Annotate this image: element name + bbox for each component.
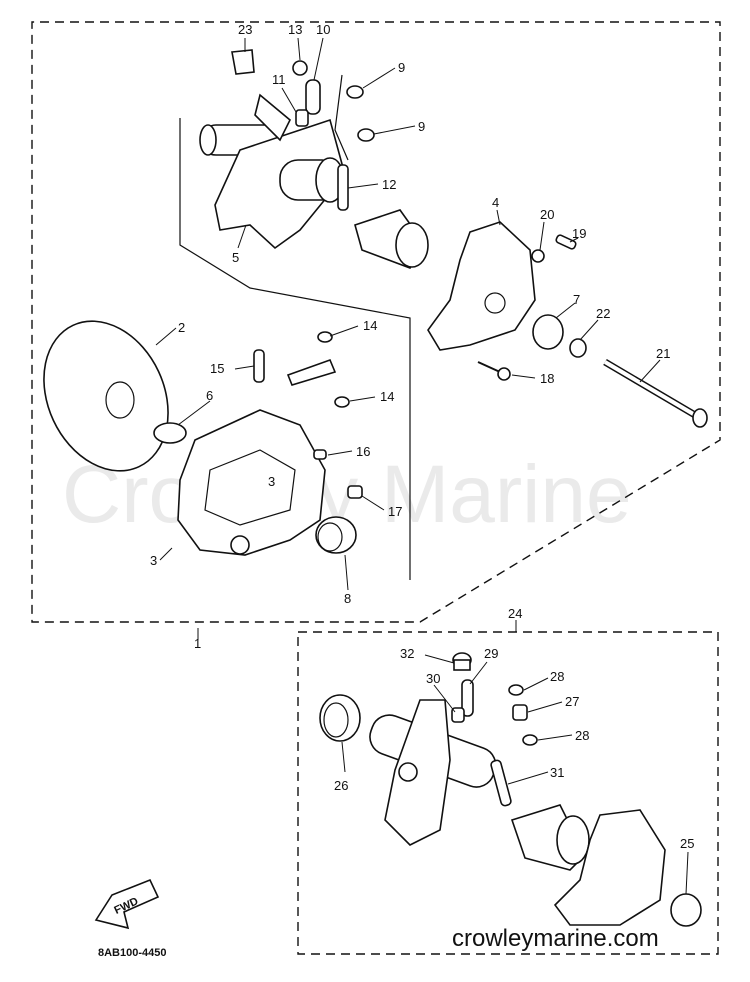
group-outline-upper	[179, 118, 411, 580]
forward-arrow-icon: FWD	[94, 878, 160, 930]
subassembly-boundary	[297, 631, 719, 955]
callout-13: 13	[288, 22, 302, 37]
main-assembly-boundary	[31, 21, 721, 623]
sub-cap	[452, 652, 472, 671]
callout-12: 12	[382, 177, 396, 192]
callout-23: 23	[238, 22, 252, 37]
callout-31: 31	[550, 765, 564, 780]
callout-15: 15	[210, 361, 224, 376]
callout-16: 16	[356, 444, 370, 459]
clamp-part	[153, 422, 187, 444]
pin-part	[253, 349, 265, 383]
bushing-part	[315, 516, 357, 554]
callout-14b: 14	[380, 389, 394, 404]
housing-detail	[204, 449, 296, 526]
callout-10: 10	[316, 22, 330, 37]
link-part	[286, 358, 337, 386]
washer-bracket	[334, 74, 349, 161]
callout-11: 11	[272, 72, 286, 87]
callout-8: 8	[344, 591, 351, 606]
sub-pin	[461, 679, 474, 717]
sub-bolt	[490, 759, 512, 807]
washer	[522, 734, 538, 746]
washer	[346, 85, 364, 99]
callout-7: 7	[573, 292, 580, 307]
callout-22: 22	[596, 306, 610, 321]
sub-bushing	[319, 694, 361, 742]
callout-21: 21	[656, 346, 670, 361]
bolt	[555, 234, 577, 250]
callout-25: 25	[680, 836, 694, 851]
leader-lines	[155, 37, 689, 895]
washer	[317, 331, 333, 343]
callout-5: 5	[232, 250, 239, 265]
callout-26: 26	[334, 778, 348, 793]
collar-part	[347, 485, 363, 499]
sub-shift-arm	[369, 699, 497, 846]
bellows-boot	[354, 209, 429, 269]
callout-9b: 9	[418, 119, 425, 134]
housing-part	[177, 409, 326, 556]
disk-inner	[105, 381, 135, 419]
callout-30: 30	[426, 671, 440, 686]
callout-32: 32	[400, 646, 414, 661]
sub-bush	[670, 893, 702, 927]
callout-18: 18	[540, 371, 554, 386]
bush-part	[532, 314, 564, 350]
callout-1: 1	[194, 636, 201, 651]
clip-part	[231, 49, 255, 75]
callout-29: 29	[484, 646, 498, 661]
long-bolt	[603, 358, 708, 428]
callout-4: 4	[492, 195, 499, 210]
sub-bellows	[510, 804, 590, 871]
callout-9a: 9	[398, 60, 405, 75]
callout-6: 6	[206, 388, 213, 403]
callout-2: 2	[178, 320, 185, 335]
callout-19: 19	[572, 226, 586, 241]
callout-27: 27	[565, 694, 579, 709]
callouts: 23 13 10 11 9 9 12 5 4 20 19 7 22 21 18 …	[150, 22, 694, 851]
cover-part	[427, 221, 536, 351]
nut	[531, 249, 545, 263]
diagram-code: 8AB100-4450	[98, 947, 167, 959]
housing-boss	[230, 535, 250, 555]
website-label: crowleymarine.com	[452, 925, 659, 952]
washer-part	[569, 338, 587, 358]
shift-arm-assembly	[199, 60, 349, 250]
callout-14a: 14	[363, 318, 377, 333]
sub-collar	[512, 704, 528, 721]
screw-part	[477, 361, 511, 381]
spacer-part	[313, 449, 327, 460]
callout-28a: 28	[550, 669, 564, 684]
sub-cover	[553, 809, 666, 926]
washer	[508, 684, 524, 696]
cover-hole	[484, 292, 506, 314]
callout-20: 20	[540, 207, 554, 222]
washer	[334, 396, 350, 408]
callout-3b: 3	[268, 474, 275, 489]
washer	[357, 128, 375, 142]
callout-17: 17	[388, 504, 402, 519]
callout-24: 24	[508, 606, 522, 621]
callout-3: 3	[150, 553, 157, 568]
callout-28b: 28	[575, 728, 589, 743]
